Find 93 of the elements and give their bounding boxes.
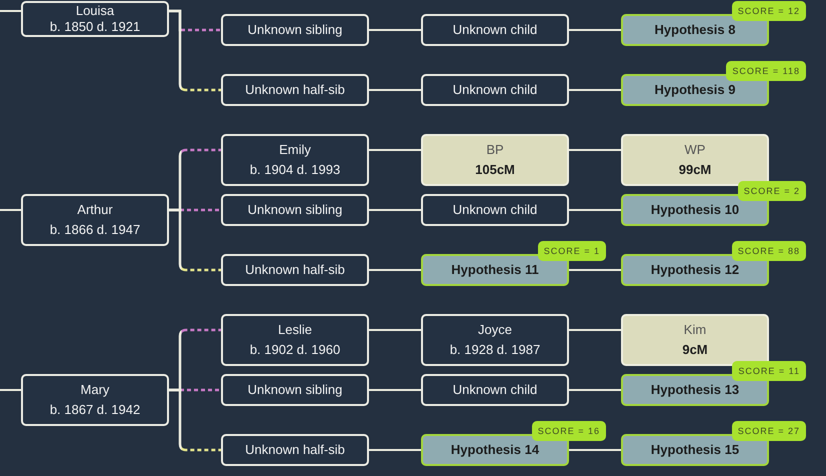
hypothesis-box [621,254,769,286]
hypothesis-label: Hypothesis 15 [650,441,740,459]
connector [569,449,621,451]
hypothesis-label: Hypothesis 13 [650,381,740,399]
hypothesis-label: Hypothesis 9 [654,81,736,99]
hypothesis-label: Hypothesis 8 [654,21,736,39]
connector [369,449,421,451]
connector [369,29,421,31]
person-name: Unknown child [452,381,538,399]
person-name: Unknown sibling [248,21,342,39]
person-box [221,194,369,226]
person-box [421,14,569,46]
person-box [221,374,369,406]
connector [569,29,621,31]
life-dates: b. 1866 d. 1947 [50,221,140,239]
person-name: Emily [279,141,311,159]
hypothesis-label: Hypothesis 10 [650,201,740,219]
connector [369,149,421,151]
person-name: Mary [80,381,110,399]
score-badge: SCORE = 16 [532,421,606,441]
connector [0,10,21,12]
score-badge: SCORE = 88 [732,241,806,261]
connector [569,209,621,211]
person-box [421,314,569,366]
person-name: Unknown child [452,201,538,219]
shared-cm: 99cM [678,161,712,179]
connector [369,269,421,271]
score-badge: SCORE = 1 [538,241,606,261]
life-dates: b. 1904 d. 1993 [250,161,340,179]
person-box [221,74,369,106]
person-name: Louisa [76,3,114,19]
person-box [21,374,169,426]
person-box [421,74,569,106]
hypothesis-label: Hypothesis 11 [451,261,539,279]
hypothesis-box [621,74,769,106]
person-box [221,134,369,186]
hypothesis-label: Hypothesis 12 [650,261,740,279]
dotted-connector [169,10,221,92]
life-dates: b. 1850 d. 1921 [50,19,140,35]
person-name: Leslie [278,321,312,339]
person-name: Unknown child [452,21,538,39]
life-dates: b. 1928 d. 1987 [450,341,540,359]
connector [569,149,621,151]
score-badge: SCORE = 11 [732,361,806,381]
match-name: BP [486,141,504,159]
person-box [221,14,369,46]
person-name: Unknown half-sib [245,81,345,99]
hypothesis-box [621,434,769,466]
score-badge: SCORE = 2 [738,181,806,201]
score-badge: SCORE = 27 [732,421,806,441]
connector [369,209,421,211]
person-box [21,1,169,37]
connector [569,329,621,331]
person-box [221,434,369,466]
person-name: Unknown half-sib [245,261,345,279]
hypothesis-box [621,14,769,46]
hypothesis-label: Hypothesis 14 [450,441,540,459]
person-box [21,194,169,246]
connector [569,389,621,391]
person-box [421,194,569,226]
shared-cm: 9cM [682,341,708,359]
hypothesis-box [621,374,769,406]
connector [369,89,421,91]
score-badge: SCORE = 118 [726,61,806,81]
shared-cm: 105cM [475,161,515,179]
hypothesis-box [621,194,769,226]
dotted-connector [169,208,221,272]
hypothesis-box [421,254,569,286]
hypothesis-box [421,434,569,466]
dotted-connector [169,388,221,452]
score-badge: SCORE = 12 [732,1,806,21]
connector [0,389,21,391]
connector [0,209,21,211]
person-name: Unknown sibling [248,201,342,219]
match-box [421,134,569,186]
person-name: Unknown half-sib [245,441,345,459]
person-box [221,254,369,286]
person-name: Arthur [77,201,113,219]
person-name: Unknown sibling [248,381,342,399]
match-box [621,134,769,186]
life-dates: b. 1902 d. 1960 [250,341,340,359]
person-box [221,314,369,366]
person-box [421,374,569,406]
match-name: WP [684,141,706,159]
match-box [621,314,769,366]
connector [369,389,421,391]
match-name: Kim [684,321,706,339]
connector [369,329,421,331]
person-name: Joyce [478,321,512,339]
life-dates: b. 1867 d. 1942 [50,401,140,419]
connector [569,269,621,271]
connector [569,89,621,91]
person-name: Unknown child [452,81,538,99]
